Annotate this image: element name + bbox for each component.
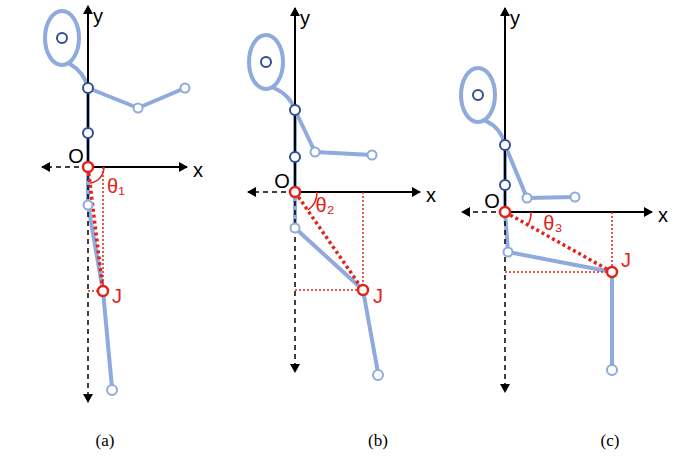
axis-label: x <box>193 160 203 180</box>
origin-label: O <box>484 191 500 211</box>
origin-label: O <box>274 171 290 191</box>
axis-label: y <box>93 6 103 26</box>
axis-label: y <box>510 8 520 28</box>
angle-label: θ₁ <box>106 176 126 196</box>
panel-caption: (c) <box>601 432 620 449</box>
joint-label: J <box>373 286 383 306</box>
angle-label: θ₃ <box>543 213 562 233</box>
figure-b <box>248 8 420 380</box>
axis-label: x <box>658 205 668 225</box>
figure-c <box>461 8 652 392</box>
angle-label: θ₂ <box>316 195 335 215</box>
origin-label: O <box>68 146 84 166</box>
axis-label: y <box>300 8 310 28</box>
panel-caption: (b) <box>368 432 388 449</box>
axis-label: x <box>426 185 436 205</box>
figure-a <box>42 6 190 402</box>
joint-label: J <box>112 286 122 306</box>
joint-label: J <box>621 250 631 270</box>
panel-caption: (a) <box>96 432 115 449</box>
